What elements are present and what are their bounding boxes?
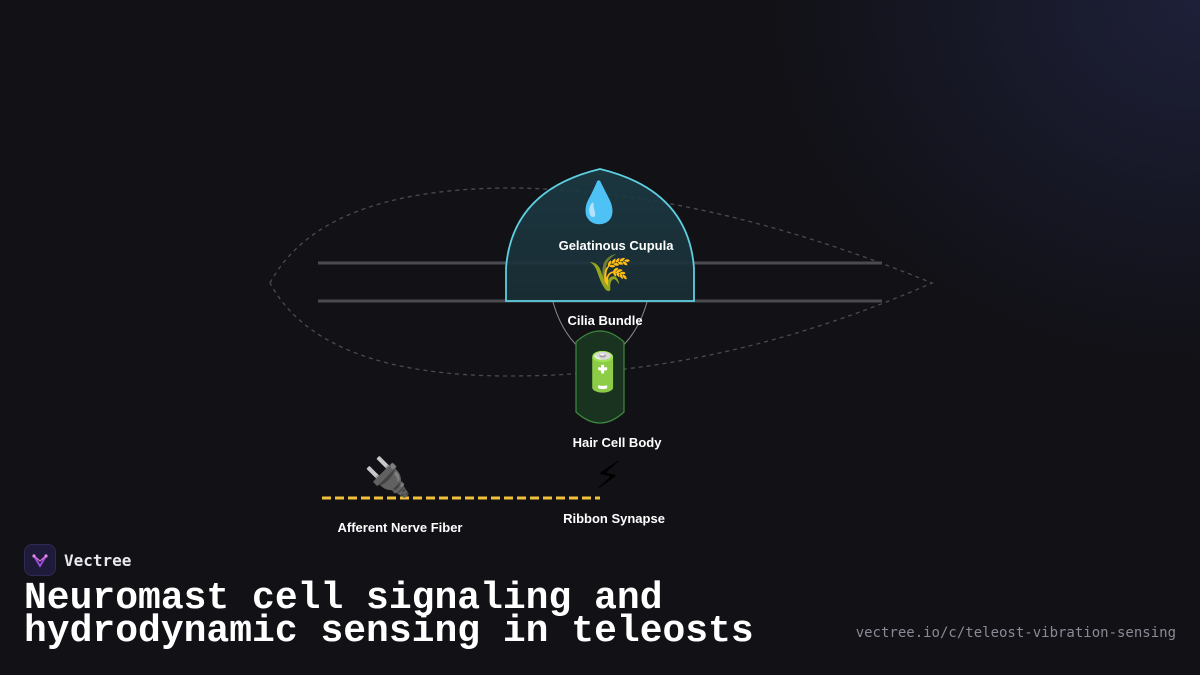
battery-icon: 🔋 <box>579 350 627 394</box>
page-title: Neuromast cell signaling and hydrodynami… <box>24 577 754 653</box>
plug-icon: 🔌 <box>364 455 412 499</box>
label-hair-cell-body: Hair Cell Body <box>572 435 662 450</box>
wheat-cilia-icon: 🌾 <box>587 253 633 294</box>
source-url: vectree.io/c/teleost-vibration-sensing <box>855 625 1176 641</box>
cupula-dome <box>505 168 695 302</box>
label-gelatinous-cupula: Gelatinous Cupula <box>558 238 674 253</box>
water-drop-icon: 💧 <box>574 180 624 226</box>
brand: Vectree <box>24 544 131 576</box>
label-cilia-bundle: Cilia Bundle <box>567 313 643 328</box>
lateral-line-canal-outline <box>269 187 934 377</box>
brand-name: Vectree <box>64 550 132 570</box>
vectree-logo-icon <box>24 544 56 576</box>
hair-cell-body-shape <box>575 330 625 424</box>
label-ribbon-synapse: Ribbon Synapse <box>563 511 665 526</box>
lightning-icon: ⚡ <box>594 454 622 498</box>
label-afferent-nerve-fiber: Afferent Nerve Fiber <box>337 520 463 535</box>
